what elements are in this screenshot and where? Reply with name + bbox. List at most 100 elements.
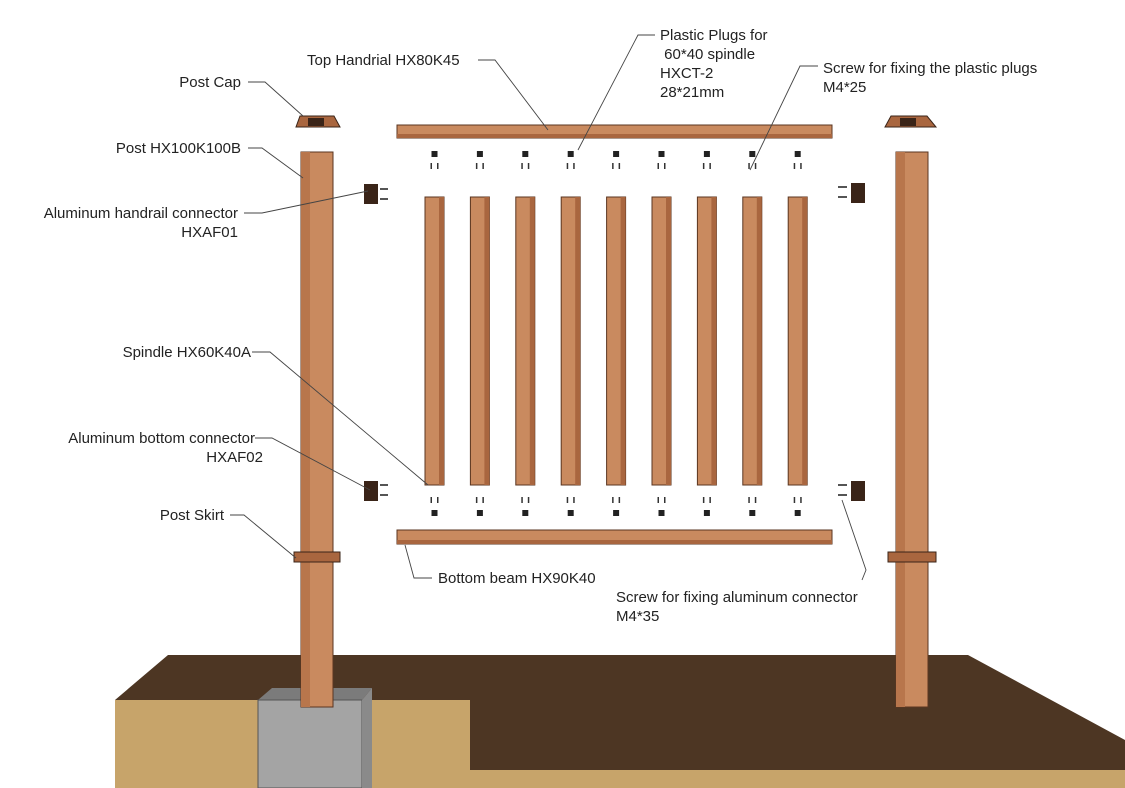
ground-front-right	[470, 770, 1125, 788]
screw-top	[618, 163, 621, 169]
screw-top	[800, 163, 802, 169]
spindle-shade	[439, 197, 444, 485]
label-bottom-beam: Bottom beam HX90K40	[438, 570, 596, 587]
label-bottom-connector: Aluminum bottom connector HXAF02	[68, 429, 263, 467]
screw-top	[709, 163, 711, 169]
screw-bottom	[754, 497, 757, 503]
spindle-shade	[756, 197, 762, 485]
plastic-plug-bottom	[476, 510, 483, 516]
concrete-footing-side	[362, 688, 372, 788]
label-screw-connector-line2: M4*35	[616, 608, 660, 625]
left-post-skirt	[293, 551, 341, 563]
top-handrail	[396, 124, 833, 139]
screw-top	[430, 163, 432, 169]
label-plastic-plugs-line3: HXCT-2	[660, 65, 714, 82]
aluminum-handrail-connector-right	[838, 183, 865, 203]
left-post-cap	[295, 115, 341, 128]
screw-bottom	[702, 497, 705, 503]
label-spindle: Spindle HX60K40A	[122, 344, 251, 361]
ground-top	[115, 655, 1125, 770]
label-post-skirt: Post Skirt	[159, 507, 224, 524]
ground-front-left	[115, 700, 258, 788]
label-post-cap: Post Cap	[179, 74, 241, 91]
leader-post	[248, 147, 304, 179]
plastic-plug-top	[749, 151, 756, 157]
label-screw-plugs: Screw for fixing the plastic plugs M4*25	[823, 59, 1037, 97]
plastic-plug-bottom	[431, 510, 438, 516]
plastic-plug-top	[567, 151, 574, 157]
spindle-shade	[666, 197, 671, 485]
plastic-plug-top	[522, 151, 529, 157]
leader-lines	[230, 34, 867, 581]
ground	[115, 655, 1125, 788]
leader-bottom-connector	[255, 437, 371, 491]
spindle-shade	[484, 197, 490, 485]
spindle-shade	[529, 197, 535, 485]
screw-top	[754, 163, 757, 169]
label-screw-plugs-line2: M4*25	[823, 79, 867, 96]
screw-top	[527, 163, 530, 169]
screw-bottom	[521, 497, 523, 503]
screw-top	[437, 163, 439, 169]
leader-handrail-connector	[244, 190, 369, 214]
aluminum-bottom-connector-left	[364, 481, 388, 501]
plastic-plug-top	[431, 151, 438, 157]
plastic-plug-bottom	[613, 510, 620, 516]
label-bottom-connector-line1: Aluminum bottom connector	[68, 430, 255, 447]
screw-top	[573, 163, 575, 169]
plastic-plug-bottom	[794, 510, 801, 516]
label-screw-plugs-line1: Screw for fixing the plastic plugs	[823, 60, 1038, 77]
screw-top	[702, 163, 705, 169]
plastic-plug-top	[476, 151, 483, 157]
label-handrail-connector-line1: Aluminum handrail connector	[43, 205, 238, 222]
label-handrail-connector-line2: HXAF01	[181, 224, 238, 241]
label-plastic-plugs: Plastic Plugs for 60*40 spindle HXCT-2 2…	[660, 26, 768, 102]
screw-bottom	[709, 497, 711, 503]
plastic-plug-bottom	[658, 510, 665, 516]
plastic-plug-top	[613, 151, 620, 157]
plastic-plug-top	[658, 151, 665, 157]
screw-bottom	[430, 497, 432, 503]
label-plastic-plugs-line1: Plastic Plugs for	[660, 27, 768, 44]
right-post-cap	[884, 115, 938, 128]
screw-top	[793, 163, 796, 169]
screw-top	[748, 163, 750, 169]
screw-top	[657, 163, 659, 169]
leader-post-cap	[248, 81, 304, 117]
label-screw-connector-line1: Screw for fixing aluminum connector	[616, 589, 858, 606]
spindle-shade	[575, 197, 581, 485]
screw-top	[612, 163, 614, 169]
spindles	[424, 151, 808, 516]
label-screw-connector: Screw for fixing aluminum connector M4*3…	[616, 588, 858, 626]
label-post: Post HX100K100B	[115, 140, 241, 157]
spindle-shade	[802, 197, 808, 485]
label-bottom-connector-line2: HXAF02	[206, 449, 263, 466]
plastic-plug-bottom	[522, 510, 529, 516]
leader-bottom-beam	[404, 544, 432, 579]
leader-screw-plugs	[749, 65, 818, 171]
leader-top-handrail	[478, 59, 549, 131]
label-plastic-plugs-line2: 60*40 spindle	[660, 46, 756, 63]
ground-front-mid	[362, 700, 470, 788]
concrete-footing	[257, 699, 363, 788]
plastic-plug-top	[703, 151, 710, 157]
leader-screw-connector	[841, 499, 867, 581]
screw-bottom	[793, 497, 796, 503]
screw-bottom	[657, 497, 659, 503]
spindle-shade	[711, 197, 717, 485]
screw-top	[475, 163, 478, 169]
screw-top	[482, 163, 484, 169]
leader-post-skirt	[230, 514, 297, 559]
plastic-plug-bottom	[567, 510, 574, 516]
screw-bottom	[527, 497, 530, 503]
screw-bottom	[566, 497, 569, 503]
screw-bottom	[618, 497, 621, 503]
screw-bottom	[748, 497, 750, 503]
screw-bottom	[612, 497, 614, 503]
plastic-plug-bottom	[749, 510, 756, 516]
screw-top	[566, 163, 569, 169]
screw-bottom	[475, 497, 478, 503]
label-top-handrail: Top Handrial HX80K45	[307, 52, 460, 69]
label-handrail-connector: Aluminum handrail connector HXAF01	[44, 204, 238, 242]
